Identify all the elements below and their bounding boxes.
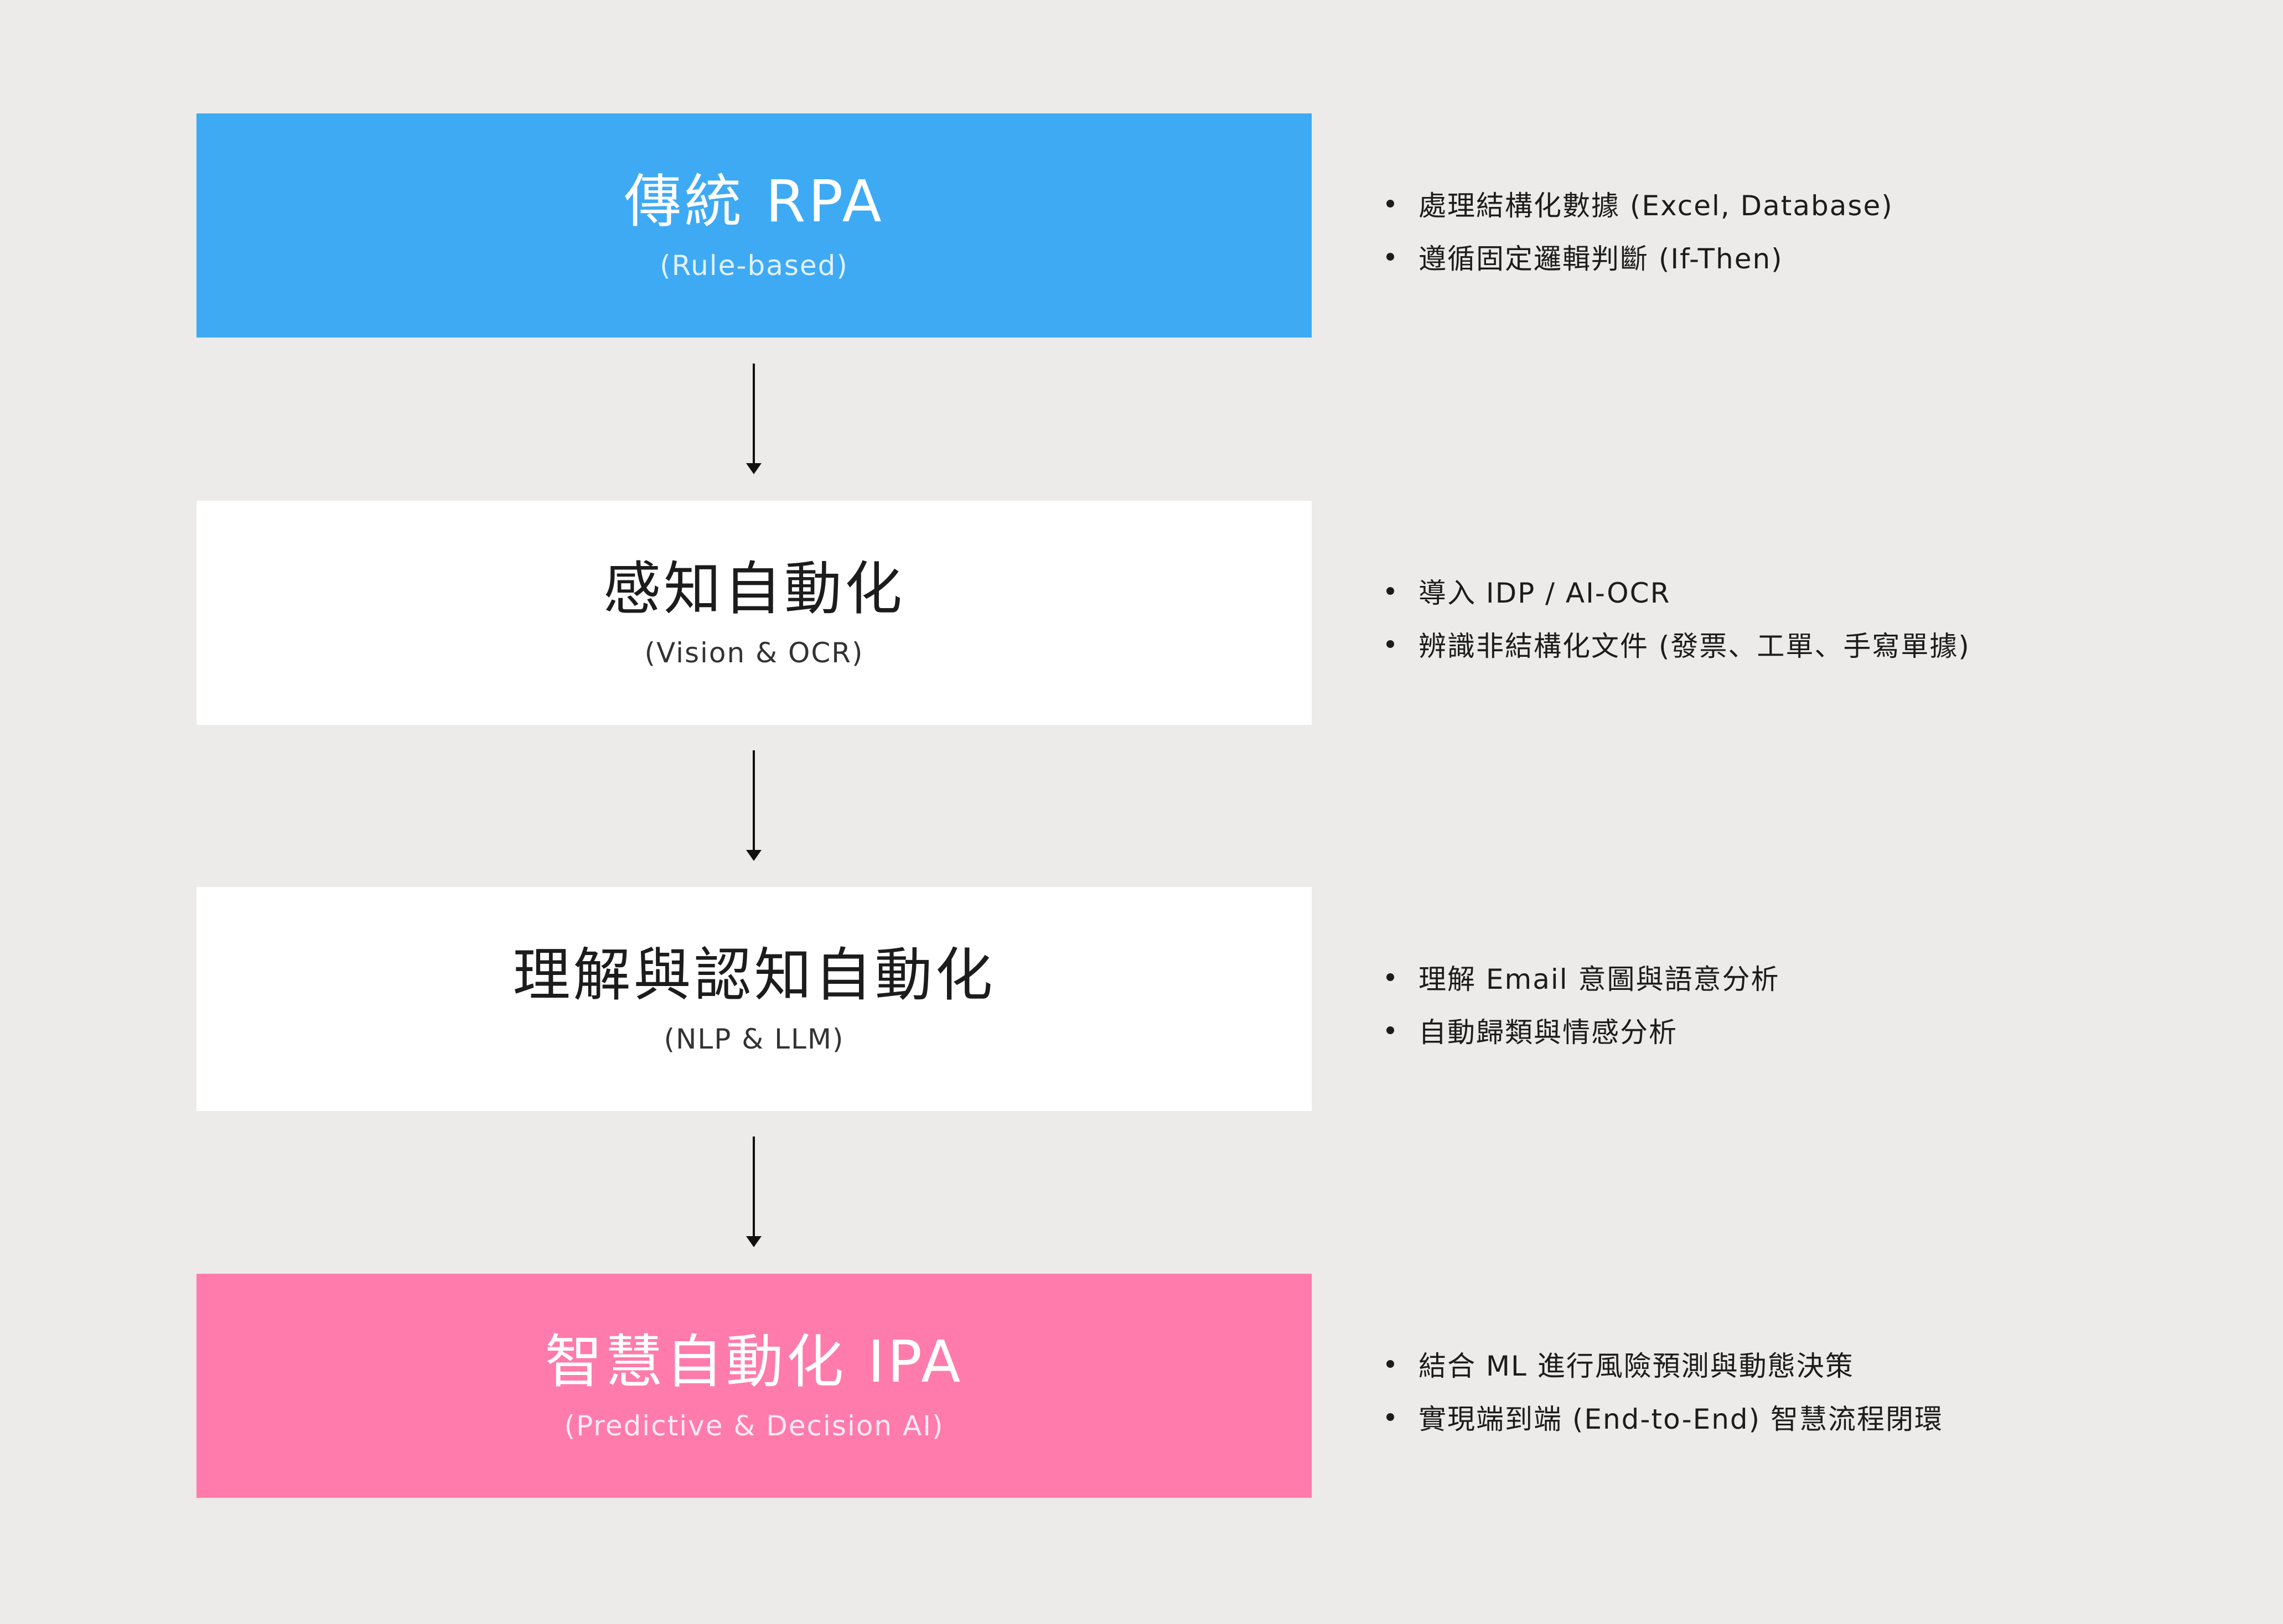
arrow-down-icon	[746, 750, 762, 861]
detail-item: 辨識非結構化文件 (發票、工單、手寫單據)	[1381, 618, 1970, 671]
detail-text: 遵循固定邏輯判斷 (If-Then)	[1419, 243, 1783, 275]
detail-text: 辨識非結構化文件 (發票、工單、手寫單據)	[1419, 630, 1970, 662]
stage-subtitle: (Rule-based)	[660, 250, 848, 282]
detail-item: 自動歸類與情感分析	[1381, 1004, 1780, 1057]
bullet-dot-icon	[1386, 1413, 1394, 1421]
detail-text: 導入 IDP / AI-OCR	[1419, 577, 1671, 609]
stage-details-perception-automation: 導入 IDP / AI-OCR 辨識非結構化文件 (發票、工單、手寫單據)	[1381, 564, 1970, 671]
detail-text: 實現端到端 (End-to-End) 智慧流程閉環	[1419, 1403, 1944, 1435]
detail-text: 自動歸類與情感分析	[1419, 1016, 1678, 1049]
stage-subtitle: (NLP & LLM)	[664, 1023, 845, 1056]
stage-title: 理解與認知自動化	[512, 941, 996, 1009]
detail-item: 導入 IDP / AI-OCR	[1381, 564, 1970, 618]
bullet-dot-icon	[1386, 587, 1394, 595]
stage-box-cognitive-automation: 理解與認知自動化 (NLP & LLM)	[196, 887, 1312, 1111]
detail-text: 處理結構化數據 (Excel, Database)	[1419, 190, 1893, 222]
stage-subtitle: (Predictive & Decision AI)	[564, 1410, 944, 1443]
stage-title: 感知自動化	[603, 554, 905, 622]
stage-details-traditional-rpa: 處理結構化數據 (Excel, Database) 遵循固定邏輯判斷 (If-T…	[1381, 177, 1893, 283]
detail-item: 處理結構化數據 (Excel, Database)	[1381, 177, 1893, 230]
stage-details-cognitive-automation: 理解 Email 意圖與語意分析 自動歸類與情感分析	[1381, 951, 1780, 1057]
stage-box-traditional-rpa: 傳統 RPA (Rule-based)	[196, 113, 1312, 338]
arrow-down-icon	[746, 1137, 762, 1247]
detail-text: 理解 Email 意圖與語意分析	[1419, 963, 1780, 995]
detail-item: 實現端到端 (End-to-End) 智慧流程閉環	[1381, 1390, 1943, 1444]
stage-title: 智慧自動化 IPA	[545, 1327, 964, 1395]
bullet-dot-icon	[1386, 253, 1394, 261]
stage-box-perception-automation: 感知自動化 (Vision & OCR)	[196, 501, 1312, 725]
detail-item: 遵循固定邏輯判斷 (If-Then)	[1381, 230, 1893, 283]
bullet-dot-icon	[1386, 200, 1394, 207]
bullet-dot-icon	[1386, 1026, 1394, 1034]
detail-item: 結合 ML 進行風險預測與動態決策	[1381, 1337, 1943, 1390]
bullet-dot-icon	[1386, 973, 1394, 981]
stage-title: 傳統 RPA	[624, 167, 884, 235]
stage-box-intelligent-automation-ipa: 智慧自動化 IPA (Predictive & Decision AI)	[196, 1274, 1312, 1498]
stage-subtitle: (Vision & OCR)	[644, 637, 864, 670]
bullet-dot-icon	[1386, 1360, 1394, 1368]
stage-details-intelligent-automation-ipa: 結合 ML 進行風險預測與動態決策 實現端到端 (End-to-End) 智慧流…	[1381, 1337, 1943, 1444]
arrow-down-icon	[746, 364, 762, 474]
detail-text: 結合 ML 進行風險預測與動態決策	[1419, 1350, 1854, 1382]
bullet-dot-icon	[1386, 640, 1394, 648]
detail-item: 理解 Email 意圖與語意分析	[1381, 951, 1780, 1004]
